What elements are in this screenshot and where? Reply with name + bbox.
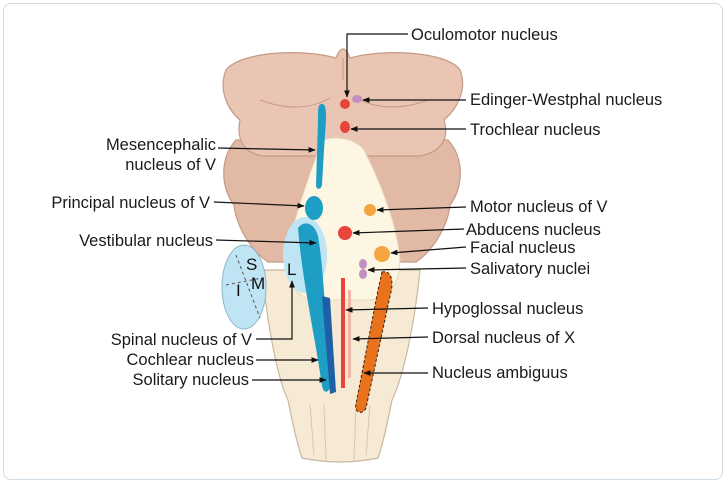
cochlear-region: [221, 244, 267, 330]
spinal-nucleus: [298, 223, 331, 392]
label-mesencephalic-1: Mesencephalic: [106, 136, 216, 154]
label-principal: Principal nucleus of V: [51, 194, 210, 212]
midbrain-lines: [259, 58, 429, 108]
label-l: L: [287, 260, 296, 279]
mesencephalic-nucleus: [316, 104, 326, 189]
dorsal-x-column: [348, 290, 351, 378]
label-motor-v: Motor nucleus of V: [470, 198, 608, 216]
label-s: S: [246, 255, 257, 274]
medulla-fibers: [309, 404, 371, 461]
label-hypoglossal: Hypoglossal nucleus: [432, 300, 583, 318]
label-oculomotor: Oculomotor nucleus: [411, 26, 558, 44]
label-facial: Facial nucleus: [470, 239, 575, 257]
label-i: I: [236, 281, 241, 300]
label-dorsal-x: Dorsal nucleus of X: [432, 329, 575, 347]
facial-nucleus: [374, 246, 390, 262]
label-solitary: Solitary nucleus: [133, 371, 249, 389]
trochlear-nucleus: [340, 121, 350, 133]
label-vestibular: Vestibular nucleus: [79, 232, 213, 250]
principal-nucleus: [305, 196, 323, 220]
label-cochlear: Cochlear nucleus: [127, 351, 255, 369]
label-salivatory: Salivatory nuclei: [470, 260, 590, 278]
right-leaders: [344, 33, 467, 376]
label-mesencephalic-2: nucleus of V: [125, 156, 216, 174]
label-spinal-v: Spinal nucleus of V: [111, 331, 252, 349]
ambiguus-nucleus: [355, 271, 393, 413]
label-edinger: Edinger-Westphal nucleus: [470, 91, 662, 109]
left-leaders: [213, 146, 327, 383]
salivatory-nucleus-2: [359, 269, 367, 279]
label-trochlear: Trochlear nucleus: [470, 121, 601, 139]
salivatory-nucleus-1: [359, 259, 367, 269]
hypoglossal-column: [341, 278, 345, 388]
abducens-nucleus: [338, 226, 352, 240]
oculomotor-nucleus: [340, 99, 350, 109]
label-ambiguus: Nucleus ambiguus: [432, 364, 568, 382]
label-abducens: Abducens nucleus: [466, 221, 601, 239]
edinger-westphal-nucleus: [352, 95, 362, 103]
solitary-nucleus: [322, 296, 336, 394]
motor-nucleus-v: [364, 204, 376, 216]
label-m: M: [251, 274, 265, 293]
